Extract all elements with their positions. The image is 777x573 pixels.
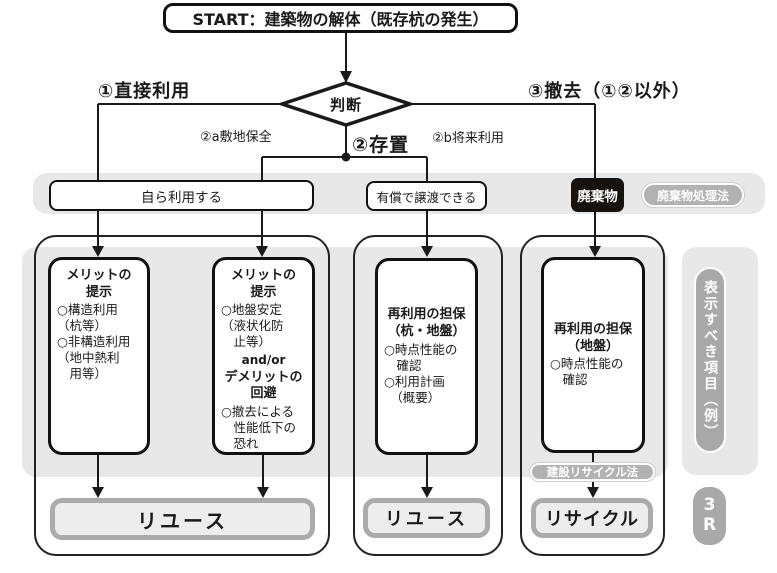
recycle-law-pill: 建設リサイクル法 xyxy=(530,463,655,481)
start-node-label: START：建築物の解体（既存杭の発生） xyxy=(192,10,489,29)
outcome-reuse-left: リユース xyxy=(50,498,315,540)
paid-transfer-box: 有償で譲渡できる xyxy=(366,181,487,211)
waste-label: 廃棄物 xyxy=(577,189,618,205)
group-removal-container xyxy=(520,235,665,556)
outcome-recycle-label: リサイクル xyxy=(544,509,640,530)
column-demerit-title: デメリットの 回避 xyxy=(224,369,303,402)
start-node: START：建築物の解体（既存杭の発生） xyxy=(163,3,518,33)
recycle-law-label: 建設リサイクル法 xyxy=(546,465,639,479)
self-use-box: 自ら利用する xyxy=(49,180,314,211)
column-reuse-guarantee-ground-title: 再利用の担保 （地盤） xyxy=(553,321,632,354)
branch-leave-in-place-label: ②存置 xyxy=(352,134,410,156)
column-reuse-guarantee-pile-title: 再利用の担保 （杭・地盤） xyxy=(387,307,466,339)
branch-future-use-label: ②b将来利用 xyxy=(432,131,504,146)
outcome-reuse-mid: リユース xyxy=(363,498,490,538)
decision-label: 判断 xyxy=(329,95,362,114)
waste-law-pill: 廃棄物処理法 xyxy=(642,183,744,207)
branch-site-preservation-label: ②a敷地保全 xyxy=(200,130,272,145)
group-direct-use-container xyxy=(34,235,330,556)
paid-transfer-label: 有償で譲渡できる xyxy=(376,189,477,205)
column-reuse-guarantee-ground: 再利用の担保 （地盤） ○時点性能の 確認 xyxy=(541,257,645,453)
column-merit-direct: メリットの 提示 ○構造利用 （杭等） ○非構造利用 （地中熱利 用等） xyxy=(48,257,150,455)
column-reuse-guarantee-pile-body: ○時点性能の 確認 ○利用計画 （概要） xyxy=(384,341,458,405)
outcome-reuse-left-label: リユース xyxy=(137,508,228,533)
column-merit-demerit-body1: ○地盤安定 （液状化防 止等） xyxy=(221,302,284,350)
column-merit-demerit: メリットの 提示 ○地盤安定 （液状化防 止等） and/or デメリットの 回… xyxy=(212,257,315,455)
andor-label: and/or xyxy=(241,353,286,368)
decision-diamond xyxy=(276,81,416,127)
column-merit-direct-title: メリットの 提示 xyxy=(66,268,132,300)
outcome-recycle: リサイクル xyxy=(531,498,653,538)
display-items-pill: 表示すべき項目（例） xyxy=(694,267,726,453)
waste-box: 廃棄物 xyxy=(571,178,624,212)
three-r-badge: 3 R xyxy=(693,487,726,545)
branch-removal-label: ③撤去（①②以外） xyxy=(528,81,691,102)
column-reuse-guarantee-pile: 再利用の担保 （杭・地盤） ○時点性能の 確認 ○利用計画 （概要） xyxy=(375,258,478,455)
column-merit-direct-body: ○構造利用 （杭等） ○非構造利用 （地中熱利 用等） xyxy=(57,302,131,382)
branch-direct-use-label: ①直接利用 xyxy=(98,81,191,102)
column-reuse-guarantee-ground-body: ○時点性能の 確認 xyxy=(550,356,624,388)
column-merit-demerit-title: メリットの 提示 xyxy=(230,268,296,300)
outcome-reuse-mid-label: リユース xyxy=(384,509,469,530)
self-use-label: 自ら利用する xyxy=(141,189,222,206)
waste-law-label: 廃棄物処理法 xyxy=(656,188,729,203)
column-merit-demerit-body2: ○撤去による 性能低下の 恐れ xyxy=(221,403,297,451)
